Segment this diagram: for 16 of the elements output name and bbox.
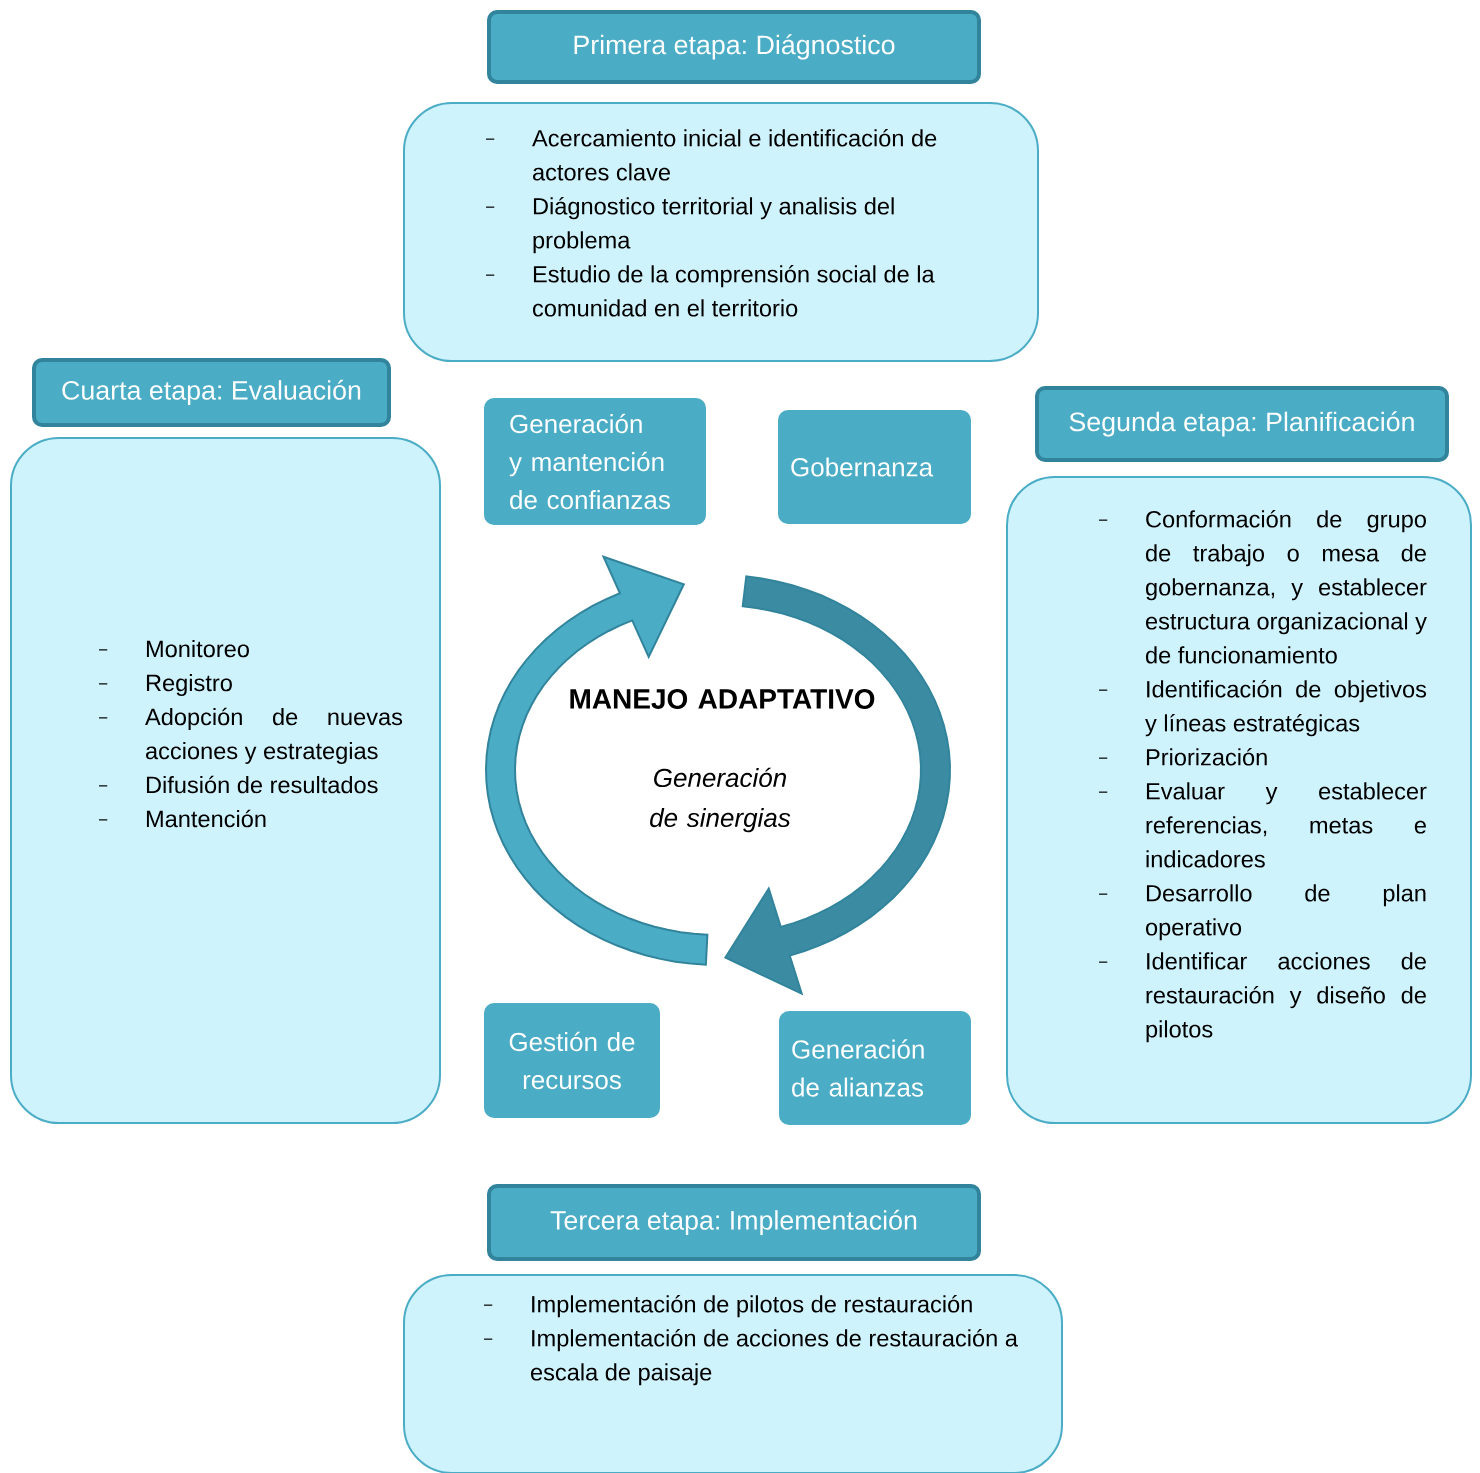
stage-header: Cuarta etapa: Evaluación xyxy=(32,358,391,427)
stage-header: Segunda etapa: Planificación xyxy=(1035,386,1449,462)
content-panel: Implementación de pilotos de restauración Implementación de acciones de restauración a escala de paisaje xyxy=(403,1274,1063,1473)
center-title: MANEJO ADAPTATIVO xyxy=(570,689,875,709)
content-panel: Acercamiento inicial e identificación de actores clave Diágnostico territorial y analisis del problema Estudio de la comprensión social de la comunidad en el territorio xyxy=(403,102,1039,362)
content-panel: Monitoreo Registro Adopción de nuevas acciones y estrategias Difusión de resultados Mantención xyxy=(10,437,441,1124)
stage-header: Tercera etapa: Implementación xyxy=(487,1184,981,1261)
topic-tile: Gobernanza xyxy=(770,402,979,532)
stage-header: Primera etapa: Diágnostico xyxy=(487,10,981,84)
content-panel: Conformación de grupo de trabajo o mesa de gobernanza, y establecer estructura organizacional y de funcionamiento Identificación de objetivos y líneas estratégicas Priorización Evaluar y establecer referencias, metas e indicadores Desarrollo de plan operativo Identificar acciones de restauración y diseño de pilotos xyxy=(1006,476,1472,1124)
cycle-arrow xyxy=(723,575,951,996)
cycle-arrow xyxy=(485,555,709,966)
topic-tile: Generación de alianzas xyxy=(771,1003,979,1133)
center-subtitle: Generación de sinergias xyxy=(650,767,791,833)
topic-tile: Gestión de recursos xyxy=(476,995,668,1126)
topic-tile: Generación y mantención de confianzas xyxy=(476,390,714,533)
